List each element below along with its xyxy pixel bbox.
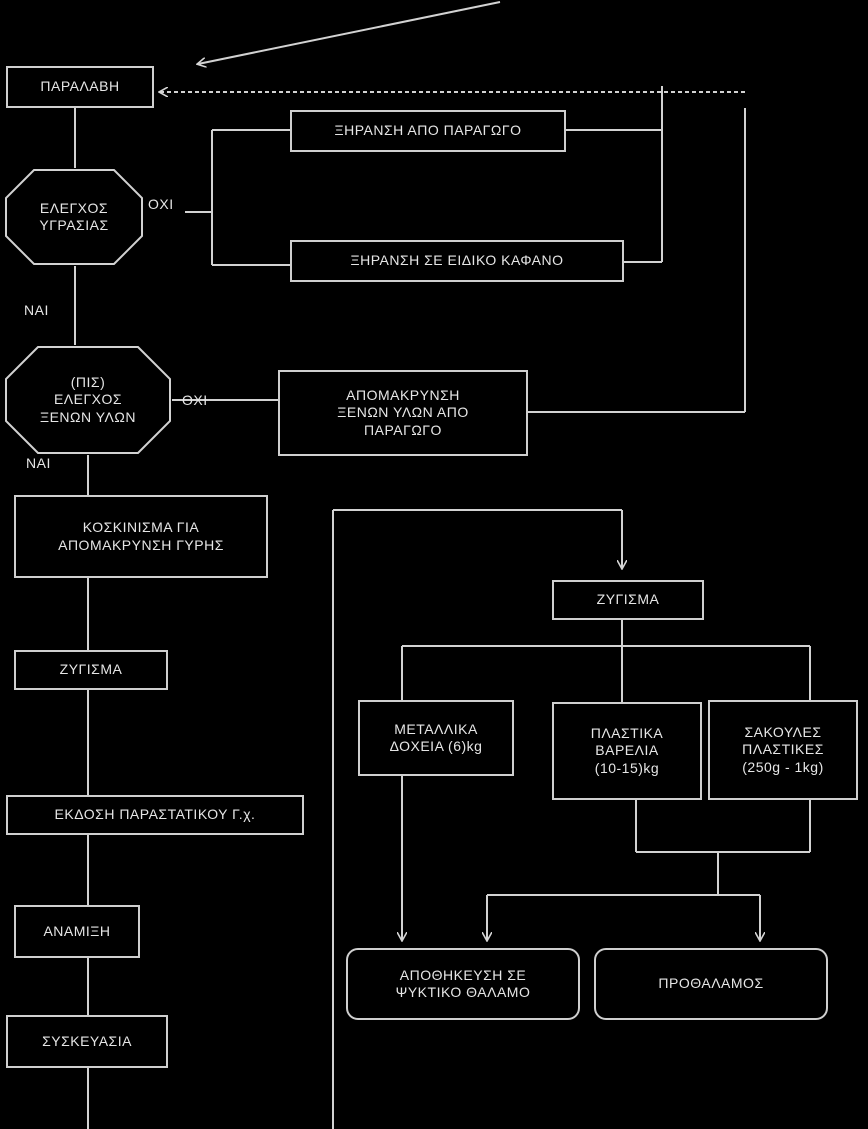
node-paralavi-label: ΠΑΡΑΛΑΒΗ <box>40 78 120 95</box>
decision-elegxos-ygrasias-label: ΕΛΕΓΧΟΣ ΥΓΡΑΣΙΑΣ <box>39 199 109 234</box>
node-sakoules-label: ΣΑΚΟΥΛΕΣ ΠΛΑΣΤΙΚΕΣ (250g - 1kg) <box>742 723 824 775</box>
edge-label-oxi-2: ΟΧΙ <box>182 392 208 408</box>
octagon-shape <box>5 346 171 454</box>
node-apothikeysi-label: ΑΠΟΘΗΚΕΥΣΗ ΣΕ ΨΥΚΤΙΚΟ ΘΑΛΑΜΟ <box>395 966 531 1001</box>
node-zygisma-right: ΖΥΓΙΣΜΑ <box>552 580 704 620</box>
node-plastika-vareli: ΠΛΑΣΤΙΚΑ ΒΑΡΕΛΙΑ (10-15)kg <box>552 702 702 800</box>
decision-elegxos-xenon-ylon: (ΠΙΣ) ΕΛΕΓΧΟΣ ΞΕΝΩΝ ΥΛΩΝ <box>4 345 172 455</box>
node-prothalamos: ΠΡΟΘΑΛΑΜΟΣ <box>594 948 828 1020</box>
node-xiransi-apo-paragogo: ΞΗΡΑΝΣΗ ΑΠΟ ΠΑΡΑΓΩΓΟ <box>290 110 566 152</box>
node-paralavi: ΠΑΡΑΛΑΒΗ <box>6 66 154 108</box>
node-zygisma-left: ΖΥΓΙΣΜΑ <box>14 650 168 690</box>
node-xiransi-se-eidiko-kafano: ΞΗΡΑΝΣΗ ΣΕ ΕΙΔΙΚΟ ΚΑΦΑΝΟ <box>290 240 624 282</box>
node-zygisma-left-label: ΖΥΓΙΣΜΑ <box>59 661 123 678</box>
node-anamixi-label: ΑΝΑΜΙΞΗ <box>43 922 111 939</box>
node-koskinisma: ΚΟΣΚΙΝΙΣΜΑ ΓΙΑ ΑΠΟΜΑΚΡΥΝΣΗ ΓΥΡΗΣ <box>14 495 268 578</box>
node-apothikeysi: ΑΠΟΘΗΚΕΥΣΗ ΣΕ ΨΥΚΤΙΚΟ ΘΑΛΑΜΟ <box>346 948 580 1020</box>
node-anamixi: ΑΝΑΜΙΞΗ <box>14 905 140 958</box>
node-xiransi-apo-paragogo-label: ΞΗΡΑΝΣΗ ΑΠΟ ΠΑΡΑΓΩΓΟ <box>334 122 522 139</box>
node-ekdosi-parastatikou: ΕΚΔΟΣΗ ΠΑΡΑΣΤΑΤΙΚΟΥ Γ.χ. <box>6 795 304 835</box>
node-prothalamos-label: ΠΡΟΘΑΛΑΜΟΣ <box>658 975 764 992</box>
node-metallika-doxeia-label: ΜΕΤΑΛΛΙΚΑ ΔΟΧΕΙΑ (6)kg <box>389 720 483 755</box>
node-zygisma-right-label: ΖΥΓΙΣΜΑ <box>596 591 660 608</box>
edge-label-nai-1: ΝΑΙ <box>24 302 49 318</box>
node-metallika-doxeia: ΜΕΤΑΛΛΙΚΑ ΔΟΧΕΙΑ (6)kg <box>358 700 514 776</box>
node-xiransi-se-eidiko-kafano-label: ΞΗΡΑΝΣΗ ΣΕ ΕΙΔΙΚΟ ΚΑΦΑΝΟ <box>350 252 564 269</box>
edge-label-oxi-1: ΟΧΙ <box>148 196 174 212</box>
octagon-shape <box>5 169 143 265</box>
node-apomakrynsi-xenon-ylon: ΑΠΟΜΑΚΡΥΝΣΗ ΞΕΝΩΝ ΥΛΩΝ ΑΠΟ ΠΑΡΑΓΩΓΟ <box>278 370 528 456</box>
node-plastika-vareli-label: ΠΛΑΣΤΙΚΑ ΒΑΡΕΛΙΑ (10-15)kg <box>590 724 664 776</box>
decision-elegxos-ygrasias: ΕΛΕΓΧΟΣ ΥΓΡΑΣΙΑΣ <box>4 168 144 266</box>
node-ekdosi-parastatikou-label: ΕΚΔΟΣΗ ΠΑΡΑΣΤΑΤΙΚΟΥ Γ.χ. <box>54 806 256 823</box>
edge-label-nai-2: ΝΑΙ <box>26 455 51 471</box>
incoming-arrow <box>198 1 501 64</box>
node-syskevasia-label: ΣΥΣΚΕΥΑΣΙΑ <box>42 1032 132 1049</box>
node-koskinisma-label: ΚΟΣΚΙΝΙΣΜΑ ΓΙΑ ΑΠΟΜΑΚΡΥΝΣΗ ΓΥΡΗΣ <box>58 519 224 553</box>
node-syskevasia: ΣΥΣΚΕΥΑΣΙΑ <box>6 1015 168 1068</box>
node-sakoules: ΣΑΚΟΥΛΕΣ ΠΛΑΣΤΙΚΕΣ (250g - 1kg) <box>708 700 858 800</box>
node-apomakrynsi-xenon-ylon-label: ΑΠΟΜΑΚΡΥΝΣΗ ΞΕΝΩΝ ΥΛΩΝ ΑΠΟ ΠΑΡΑΓΩΓΟ <box>337 386 469 438</box>
decision-elegxos-xenon-ylon-label: (ΠΙΣ) ΕΛΕΓΧΟΣ ΞΕΝΩΝ ΥΛΩΝ <box>40 373 136 425</box>
